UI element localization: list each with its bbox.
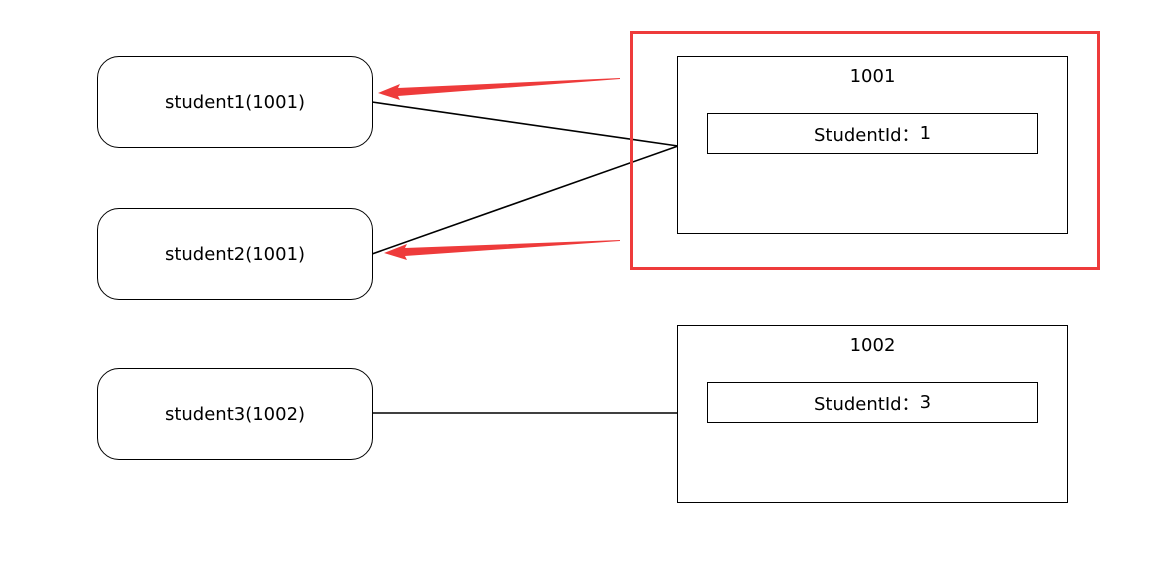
reference-node-student2: student2(1001)	[97, 208, 373, 300]
reference-node-student3: student3(1002)	[97, 368, 373, 460]
reference-label: student1(1001)	[164, 91, 306, 113]
object-field: StudentId： 3	[707, 382, 1038, 423]
annotation-arrow-2	[384, 240, 620, 260]
connector-student1-to-1001	[371, 101, 679, 147]
field-value: 1	[919, 123, 932, 144]
object-box-1002: 1002 StudentId： 3	[677, 325, 1068, 503]
field-label: StudentId：	[813, 124, 920, 146]
reference-label: student2(1001)	[164, 243, 306, 265]
reference-node-student1: student1(1001)	[97, 56, 373, 148]
object-title: 1001	[849, 66, 896, 87]
reference-label: student3(1002)	[164, 403, 306, 425]
object-field: StudentId： 1	[707, 113, 1038, 154]
object-box-1001: 1001 StudentId： 1	[677, 56, 1068, 234]
connector-student2-to-1001	[371, 145, 679, 255]
field-label: StudentId：	[813, 393, 920, 415]
object-title: 1002	[849, 335, 896, 356]
field-value: 3	[919, 392, 932, 413]
annotation-arrow-1	[378, 78, 620, 100]
